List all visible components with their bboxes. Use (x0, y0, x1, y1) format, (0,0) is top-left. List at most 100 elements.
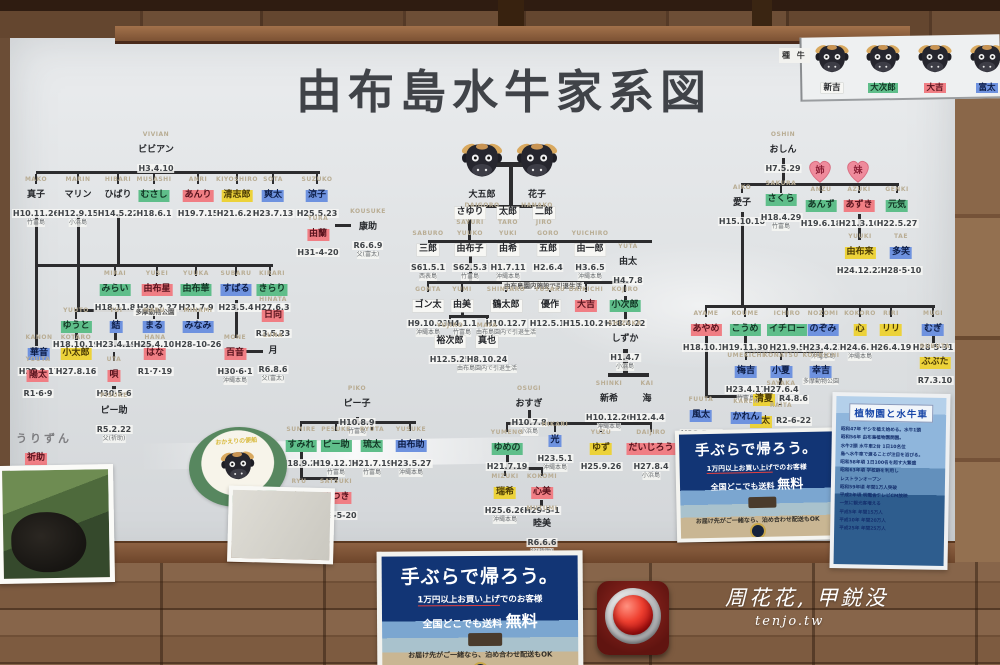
tree-node-rj: NOZOMI (807, 310, 839, 317)
tree-line (197, 174, 199, 184)
tree-node-namerow: 大五郎 (464, 183, 499, 202)
watermark-site: tenjo.tw (755, 614, 825, 629)
tree-node-rj: YUUTO (63, 307, 89, 314)
tree-node-rj: GORO (537, 230, 559, 237)
poster-line2-free: 無料 (505, 611, 538, 631)
tree-line (156, 267, 158, 276)
tree-node-rj: GONTA (415, 286, 441, 293)
tree-node-rj: SUMIRE (286, 426, 316, 433)
tree-node-name: 心 (853, 324, 867, 336)
tree-line (528, 410, 531, 423)
tree-line (272, 174, 274, 184)
tree-node-dt: H10.11.26 (11, 208, 61, 219)
tree-node-namerow: あやめ (682, 317, 730, 336)
tree-node-rj: TAE (894, 233, 908, 240)
tree-node-namerow: 裕次郎 (429, 329, 472, 348)
tree-node-dt: H23.5.4 (217, 302, 255, 313)
tree-line (780, 353, 782, 360)
tree-node-namerow: 愛子 (718, 191, 766, 210)
tree-node-dt: H12.5.17 (528, 318, 572, 329)
tree-node-namerow: 元気 (876, 193, 919, 212)
tree-node-nt: 西表島 (418, 273, 438, 281)
tree-line (114, 267, 116, 276)
tree-node-name: 三郎 (416, 244, 440, 256)
tree-line (744, 308, 746, 317)
tree-node-name: 梅吉 (734, 366, 758, 378)
tree-line (890, 308, 892, 317)
tree-node-rj: DAIJIRO (636, 429, 666, 436)
tree-line (540, 500, 543, 506)
tree-node-name: きらり (256, 284, 288, 296)
stud-bull: 富太 (967, 42, 1000, 94)
tree-node-rj: PISUKE (100, 392, 128, 399)
tree-line (35, 174, 37, 184)
tree-node-rj: MINAMI (183, 307, 213, 314)
tree-node-rj: KONATSU (763, 352, 799, 359)
tree-node-name: 由布華 (180, 284, 212, 296)
tree-node-dt: H9.10.23 (406, 318, 450, 329)
tree-line (554, 425, 556, 432)
tree-node-namerow: 月 (258, 339, 289, 358)
tree-node-rj: OSHIN (770, 131, 796, 138)
tree-node-rj: UMEKICHI (727, 352, 765, 359)
buffalo-mascot-icon (218, 449, 257, 481)
tree-line (705, 395, 747, 398)
heart-icon-sister-elder: 姉 (806, 158, 834, 186)
tree-node-name: 由布子 (454, 244, 486, 256)
tree-node-nt: 沖縄本島 (398, 469, 424, 477)
tree-node-dt: H18.4.22 (603, 318, 647, 329)
tree-node-name: むぎ (921, 324, 945, 336)
tree-node-dt: H31-4-20 (296, 247, 340, 258)
tree-node-rj: AIKO (732, 184, 752, 191)
tree-node-namerow: 小太郎 (55, 341, 98, 360)
tree-node-rj: YUUKO (456, 230, 484, 237)
buffalo-icon (917, 43, 953, 73)
tree-node-dt: H25.6.26 (483, 505, 527, 516)
tree-node-name: うりずん (16, 432, 72, 445)
poster-line2-text: 全国どこでも送料 (422, 618, 503, 631)
tree-node-name: 小次郎 (609, 300, 641, 312)
tree-node-name: ビビアン (138, 145, 174, 156)
tree-node-name: 多摩動物公園 (133, 308, 177, 317)
tree-node-namerow: 真子 (12, 183, 60, 202)
tree-node-rj: MARU (142, 307, 166, 314)
tree-node-name: 真子 (26, 190, 46, 201)
tree-node-name: 太郎 (496, 207, 520, 219)
tree-node-nt: 由布島園内で引退生活 (456, 365, 518, 373)
stud-bull-panel-label: 種 牛 (779, 48, 810, 63)
tree-line (117, 214, 120, 265)
tree-node-nt: 沖縄本島 (810, 353, 836, 361)
buffalo-icon (969, 43, 1000, 73)
tree-node-namerow: 涼子 (296, 183, 339, 202)
tree-line (490, 162, 532, 167)
tree-node-dt: H21.6.25 (215, 208, 259, 219)
tree-node-name: あやめ (690, 324, 722, 336)
tree-node-dt: R3.5.23 (254, 328, 292, 339)
tree-node-dt: H19.7.15 (176, 208, 220, 219)
tree-node-namerow: 琉太 (351, 433, 394, 452)
tree-node-dt: S62.5.3 (451, 262, 489, 273)
tree-node-namerow: 由蘭 (296, 222, 339, 241)
tree-line (113, 352, 115, 361)
button-red-dome (613, 595, 653, 635)
poster-line2-text: 全国どこでも送料 (710, 481, 775, 492)
tree-node-name: 瑞希 (493, 487, 517, 499)
tree-line (786, 308, 788, 317)
tree-node-dt: H22.5.27 (875, 218, 919, 229)
